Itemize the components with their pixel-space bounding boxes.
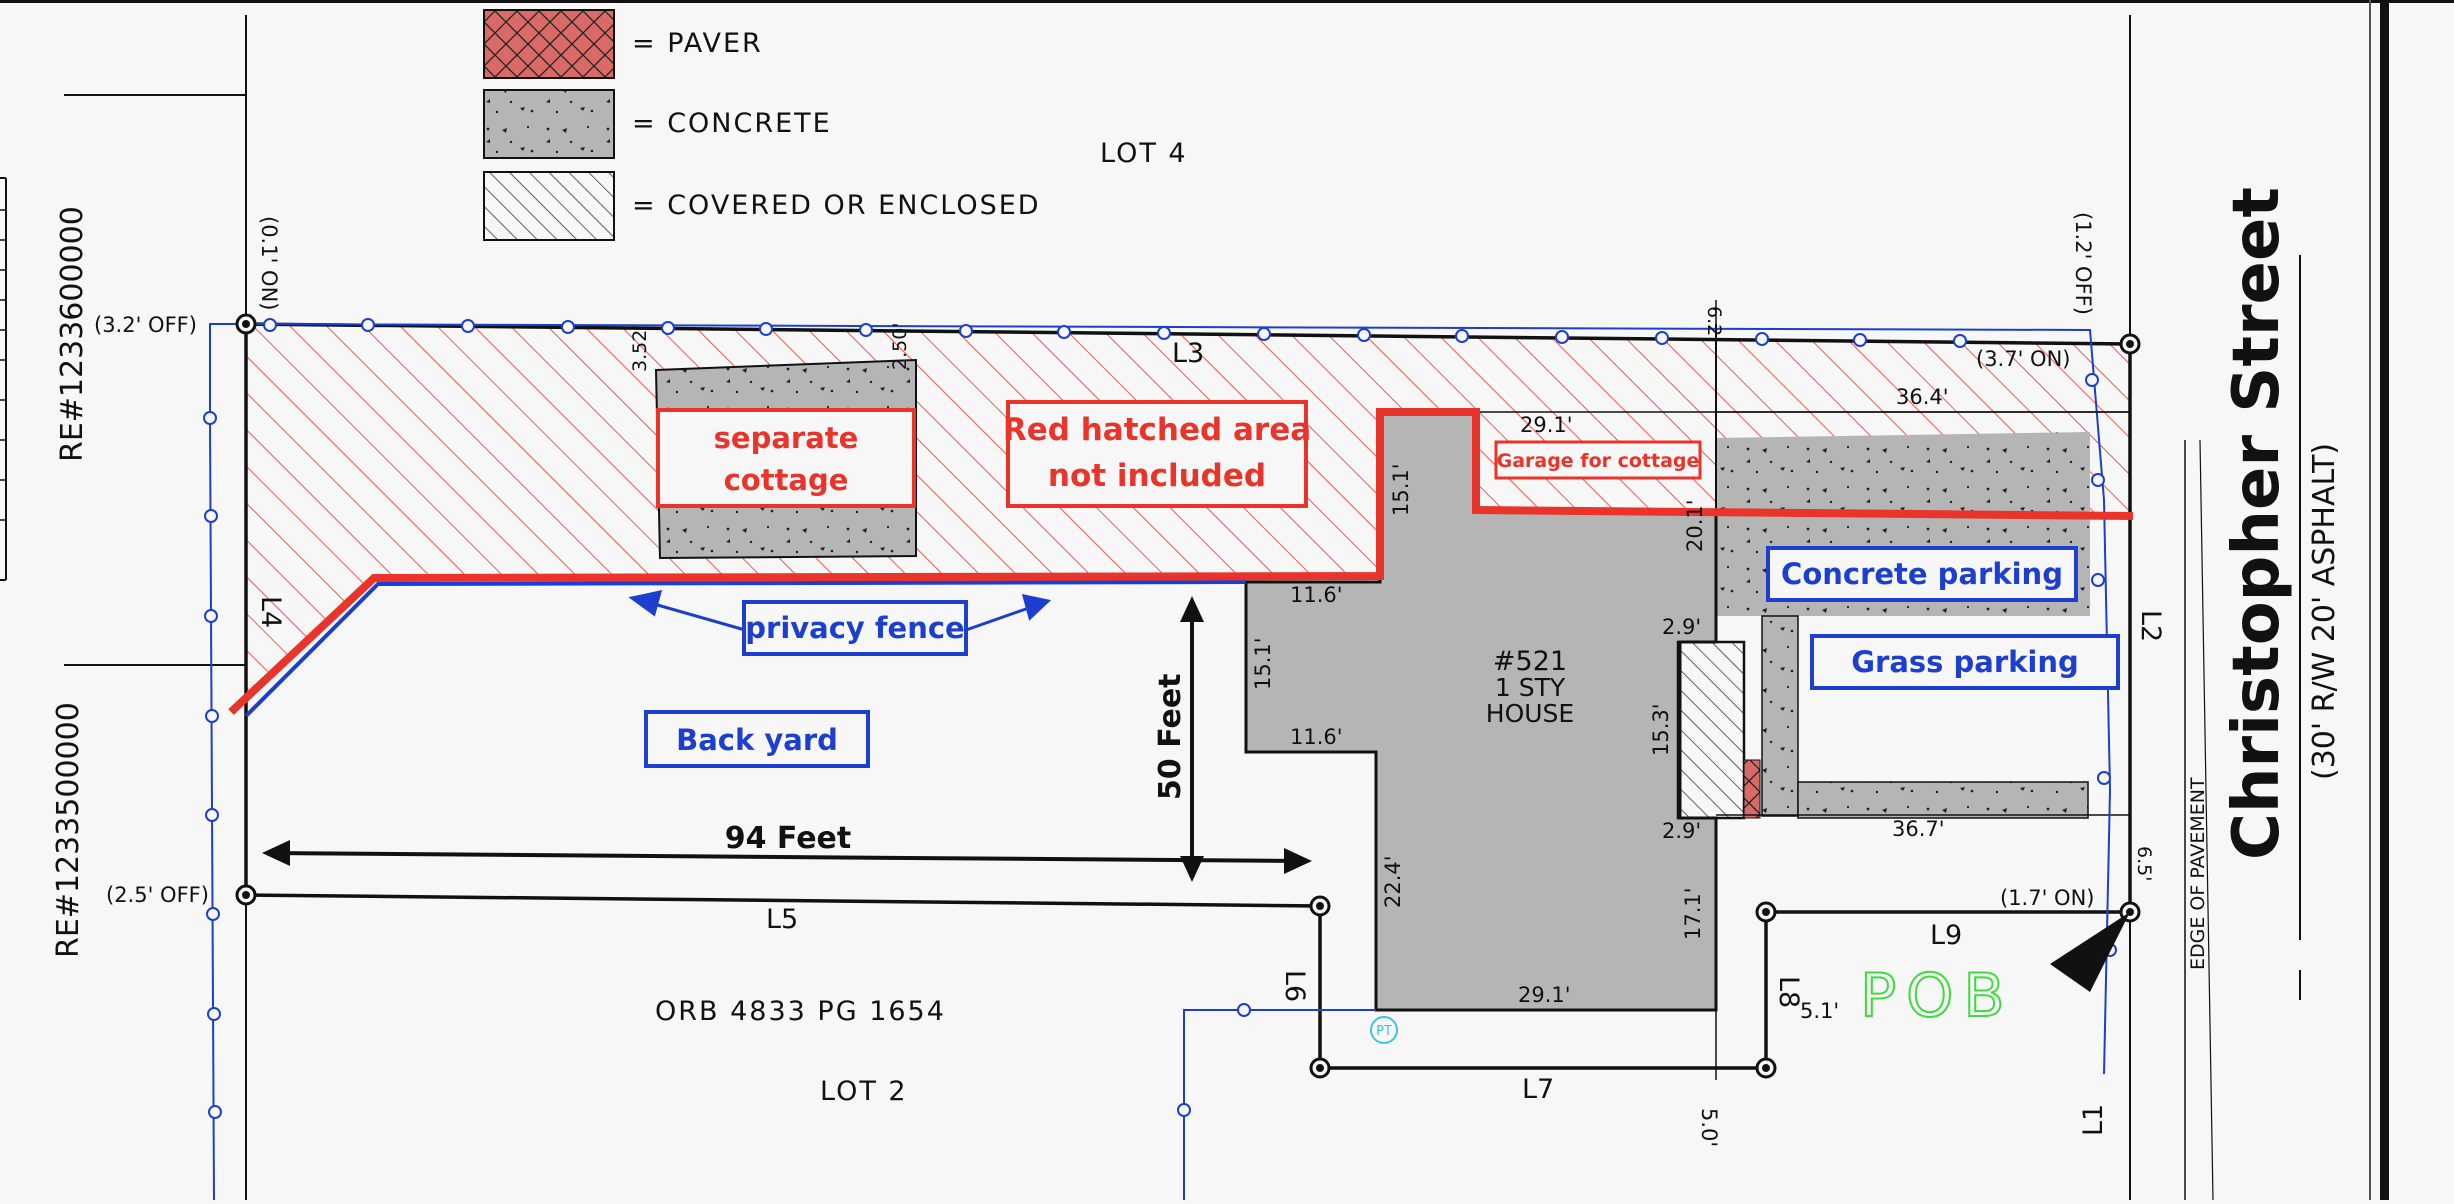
legend-paver-label: = PAVER xyxy=(632,28,763,59)
dim-51: 5.1' xyxy=(1800,999,1839,1023)
red-hatched-note-line1: Red hatched area xyxy=(1003,412,1311,448)
dim-29-a: 2.9' xyxy=(1662,615,1701,639)
legend-paver-swatch xyxy=(483,9,615,79)
garage-cottage-box xyxy=(1494,440,1702,480)
dim-352: 3.52' xyxy=(629,324,651,372)
dim-65: 6.5' xyxy=(2133,846,2155,881)
corner-br-on: (1.7' ON) xyxy=(2000,886,2094,910)
street-row: (30' R/W 20' ASPHALT) xyxy=(2307,443,2342,780)
dim-224: 22.4' xyxy=(1381,855,1405,908)
red-hatched-note-line2: not included xyxy=(1048,458,1266,494)
corner-bl-off: (2.5' OFF) xyxy=(106,883,209,907)
feet-50-label: 50 Feet xyxy=(1153,673,1188,800)
concrete-driveway-strip xyxy=(1797,781,2089,819)
separate-cottage-box xyxy=(656,408,916,508)
line-L6: L6 xyxy=(1279,970,1310,1002)
dimension-50-feet-arrow xyxy=(1180,596,1204,882)
grass-parking-label: Grass parking xyxy=(1851,645,2079,679)
grass-parking-box xyxy=(1810,634,2120,690)
corner-tr-on: (3.7' ON) xyxy=(1976,347,2070,371)
fence-north xyxy=(245,323,2112,1075)
red-hatched-note-box xyxy=(1006,400,1308,508)
orb-label: ORB 4833 PG 1654 xyxy=(655,996,946,1027)
fence-west xyxy=(209,323,246,1201)
legend: = PAVER = CONCRETE = COVERED OR ENCLOSED xyxy=(483,9,1041,241)
pob-arrow xyxy=(2050,912,2130,992)
privacy-fence-line xyxy=(244,580,1247,718)
pob-label: POB xyxy=(1860,961,2015,1031)
privacy-fence-label: privacy fence xyxy=(745,611,964,645)
line-L5: L5 xyxy=(766,904,798,935)
fence-south xyxy=(1183,1009,1376,1200)
street-name: Christopher Street xyxy=(2220,187,2294,860)
line-L4: L4 xyxy=(255,596,286,628)
line-L7: L7 xyxy=(1522,1074,1554,1105)
dim-201: 20.1' xyxy=(1683,499,1707,552)
dim-364: 36.4' xyxy=(1896,385,1949,409)
dim-151-a: 15.1' xyxy=(1389,463,1413,516)
dim-367: 36.7' xyxy=(1892,817,1945,841)
concrete-walk-strip xyxy=(1761,615,1799,817)
corner-tr-off: (1.2' OFF) xyxy=(2071,212,2095,315)
dim-291-top: 29.1' xyxy=(1520,413,1573,437)
line-L8: L8 xyxy=(1773,976,1804,1008)
separate-cottage-line2: cottage xyxy=(724,463,849,497)
legend-concrete-swatch xyxy=(483,89,615,159)
dim-50: 5.0' xyxy=(1697,1108,1721,1147)
excluded-area-boundary xyxy=(228,408,2134,715)
dim-153: 15.3' xyxy=(1649,703,1673,756)
frame-right xyxy=(2380,0,2389,1200)
line-L2: L2 xyxy=(2135,610,2166,642)
lot-4-label: LOT 4 xyxy=(1100,138,1188,169)
pt-marker: PT xyxy=(1376,1024,1392,1039)
dim-250: 2.50' xyxy=(889,322,911,370)
legend-concrete-label: = CONCRETE xyxy=(632,108,832,139)
title-block-strip xyxy=(0,177,7,581)
edge-of-pavement: EDGE OF PAVEMENT xyxy=(2187,777,2209,970)
corner-tl-off: (3.2' OFF) xyxy=(94,313,197,337)
dim-171: 17.1' xyxy=(1681,887,1705,940)
dim-291-bot: 29.1' xyxy=(1518,983,1571,1007)
separate-cottage-line1: separate xyxy=(714,421,859,455)
parcel-upper: RE#1233600000 xyxy=(55,206,90,462)
line-L3: L3 xyxy=(1172,338,1204,369)
privacy-fence-box xyxy=(742,600,968,656)
parcel-lower: RE#1233500000 xyxy=(51,702,86,958)
line-L1: L1 xyxy=(2078,1104,2109,1136)
dim-29-b: 2.9' xyxy=(1662,819,1701,843)
legend-covered-swatch xyxy=(483,171,615,241)
frame-top xyxy=(0,0,2454,3)
concrete-parking-label: Concrete parking xyxy=(1781,557,2063,591)
paver-strip xyxy=(1743,759,1761,819)
lot-2-label: LOT 2 xyxy=(820,1076,908,1107)
house-stories: 1 STY xyxy=(1495,673,1566,702)
dim-116-a: 11.6' xyxy=(1290,583,1343,607)
line-L9: L9 xyxy=(1930,920,1962,951)
dim-62: 6.2' xyxy=(1703,306,1725,341)
concrete-parking-box xyxy=(1766,546,2078,602)
dimension-94-feet-arrow xyxy=(262,840,1312,874)
covered-porch xyxy=(1676,640,1746,820)
fence-posts xyxy=(203,318,2117,1119)
garage-cottage-label: Garage for cottage xyxy=(1497,450,1700,472)
privacy-fence-arrows xyxy=(628,590,1052,632)
dim-116-b: 11.6' xyxy=(1290,725,1343,749)
back-yard-label: Back yard xyxy=(676,723,838,757)
dim-151-b: 15.1' xyxy=(1251,637,1275,690)
legend-covered-label: = COVERED OR ENCLOSED xyxy=(632,190,1041,221)
corner-tl-on: (0.1' ON) xyxy=(257,216,281,310)
house-number: #521 xyxy=(1493,646,1567,677)
house-type: HOUSE xyxy=(1486,699,1574,728)
feet-94-label: 94 Feet xyxy=(725,821,852,856)
back-yard-box xyxy=(644,710,870,768)
